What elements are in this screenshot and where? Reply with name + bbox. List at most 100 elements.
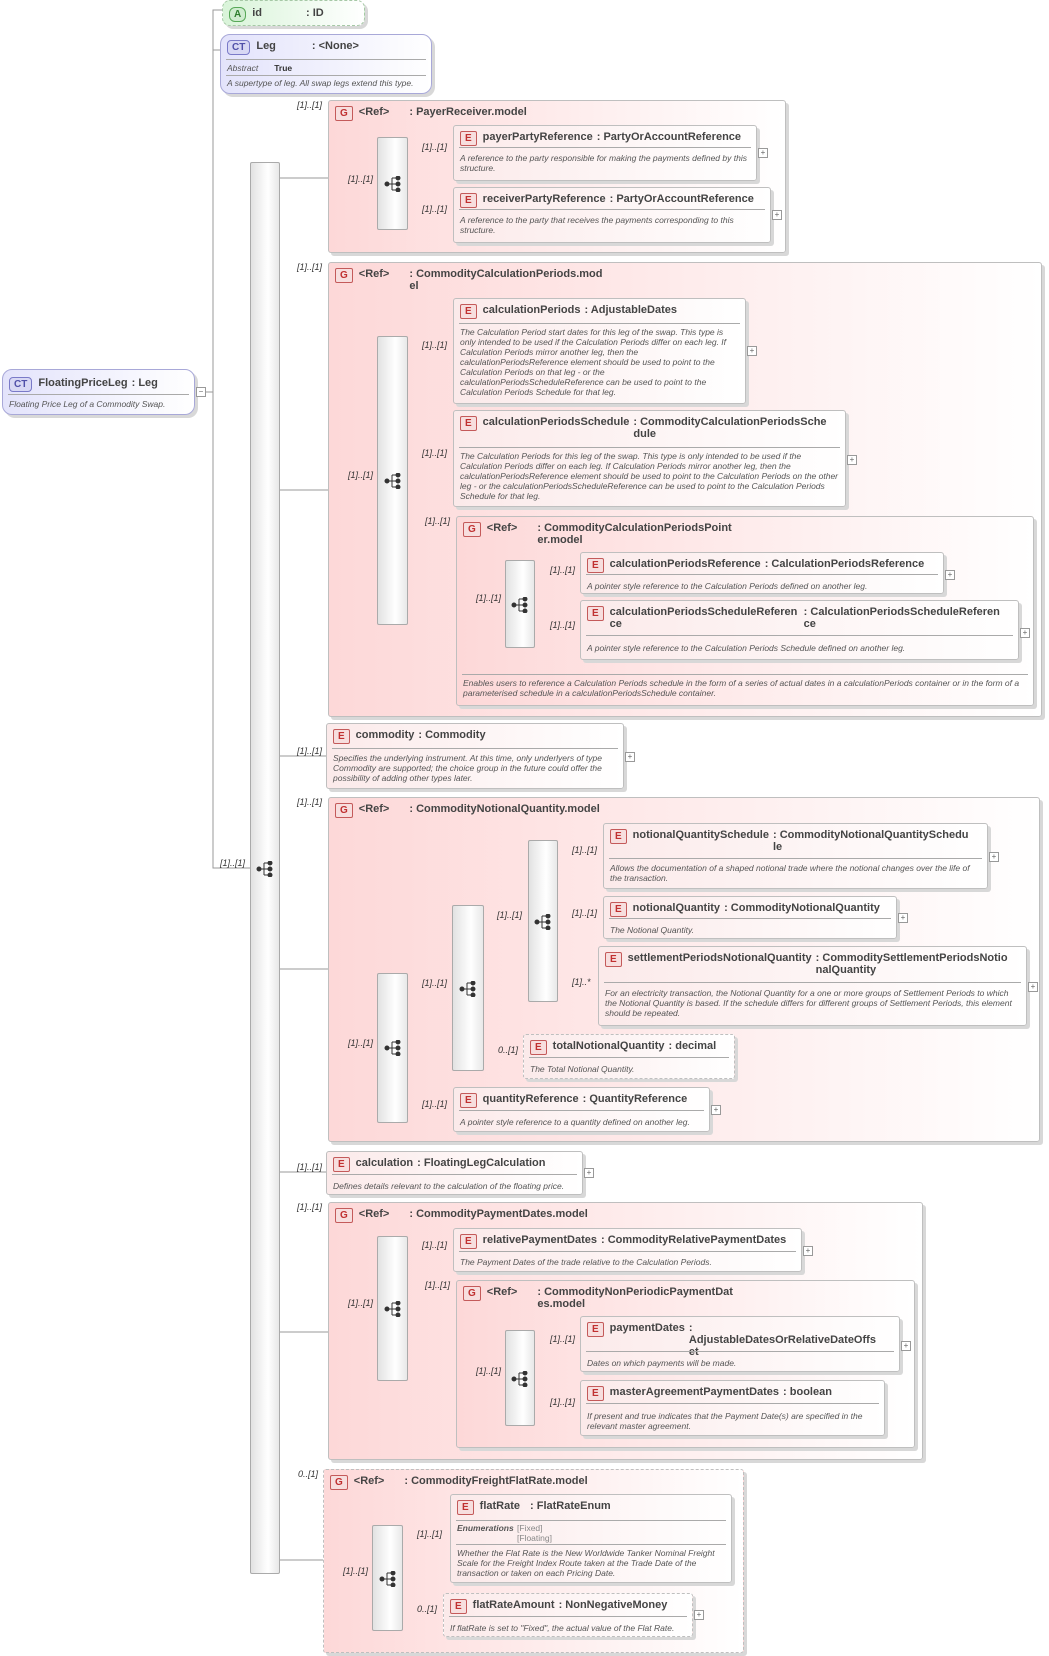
element-name: payerPartyReference [482,131,593,143]
freight-sequence-cardinality: [1]..[1] [343,1566,369,1576]
expand-toggle[interactable]: + [711,1105,721,1115]
root-doc: Floating Price Leg of a Commodity Swap. [9,399,166,409]
attribute-badge: A [229,7,247,22]
expand-toggle[interactable]: + [625,752,635,762]
settlement-notional-cardinality: [1]..* [572,977,591,987]
element-name: calculationPeriodsReference [609,558,761,570]
expand-toggle[interactable]: + [989,852,999,862]
element-name: calculationPeriods [482,304,581,316]
expand-toggle[interactable]: + [758,148,768,158]
group-type: : CommodityFreightFlatRate.model [404,1475,588,1487]
calc-schedule-ref-cardinality: [1]..[1] [550,620,576,630]
attribute-name: id [252,7,263,19]
element-doc: If present and true indicates that the P… [587,1411,863,1431]
sequence-icon [511,597,528,613]
notional-choice[interactable] [528,840,558,1002]
expand-toggle[interactable]: + [898,913,908,923]
sequence-icon [379,1571,395,1587]
nonperiodic-sequence[interactable] [505,1330,535,1426]
element-doc: The Calculation Period start dates for t… [460,327,727,397]
group-badge: G [330,1475,348,1490]
element-doc: Dates on which payments will be made. [587,1358,737,1368]
notional-group-cardinality: [1]..[1] [297,797,323,807]
element-doc: For an electricity transaction, the Noti… [605,988,1012,1018]
main-sequence[interactable] [250,162,280,1574]
element-name: calculation [355,1157,414,1169]
root-name: FloatingPriceLeg [38,377,128,389]
element-doc: Specifies the underlying instrument. At … [333,753,602,783]
element-type: : PartyOrAccountReference [596,131,742,143]
sequence-icon [256,861,273,877]
group-type: : CommodityNotionalQuantity.model [409,803,600,815]
expand-toggle[interactable]: + [803,1246,813,1256]
expand-toggle[interactable]: + [694,1610,704,1620]
element-badge: E [460,1093,477,1108]
group-badge: G [335,1208,353,1223]
expand-toggle[interactable]: + [847,455,857,465]
expand-toggle[interactable]: + [772,210,782,220]
calc-sequence[interactable] [377,336,408,625]
element-type: : decimal [668,1040,717,1052]
enum-floating: [Floating] [517,1533,552,1543]
element-badge: E [587,1386,604,1401]
expand-toggle[interactable]: + [747,346,757,356]
element-name: paymentDates [609,1322,685,1334]
element-badge: E [587,558,604,573]
group-ref: <Ref> [358,106,390,118]
sequence-icon [384,473,400,489]
group-badge: G [335,268,353,283]
complex-type-doc: A supertype of leg. All swap legs extend… [227,78,414,88]
group-ref: <Ref> [358,268,390,280]
calc-pointer-sequence[interactable] [505,560,535,648]
element-badge: E [460,131,477,146]
element-doc: Allows the documentation of a shaped not… [610,863,970,883]
attribute-type: : ID [306,7,324,19]
sequence-icon [384,176,400,192]
expand-toggle[interactable]: + [1020,628,1030,638]
expand-toggle[interactable]: + [584,1168,594,1178]
notional-inner-sequence[interactable] [452,905,484,1071]
freight-sequence[interactable] [372,1525,403,1631]
abstract-label: Abstract [227,63,259,73]
group-type: : CommodityNonPeriodicPaymentDat es.mode… [537,1286,733,1310]
group-badge: G [463,522,481,537]
element-doc: A pointer style reference to the Calcula… [587,643,906,653]
abstract-value: True [274,63,293,73]
flat-rate-cardinality: [1]..[1] [417,1529,443,1539]
expand-toggle[interactable]: + [945,570,955,580]
complex-type-name: Leg [256,40,276,52]
expand-toggle[interactable]: + [901,1341,911,1351]
expand-toggle[interactable]: + [1028,982,1038,992]
element-doc: The Notional Quantity. [610,925,694,935]
element-type: : CommodityNotionalQuantity [724,902,880,914]
notional-sequence[interactable] [377,973,408,1123]
element-badge: E [610,829,627,844]
payment-sequence[interactable] [377,1236,408,1381]
choice-icon [534,914,551,930]
element-doc: If flatRate is set to "Fixed", the actua… [450,1623,675,1633]
payer-sequence[interactable] [377,137,408,230]
root-collapse-toggle[interactable]: − [196,387,206,397]
calc-group-cardinality: [1]..[1] [297,262,323,272]
